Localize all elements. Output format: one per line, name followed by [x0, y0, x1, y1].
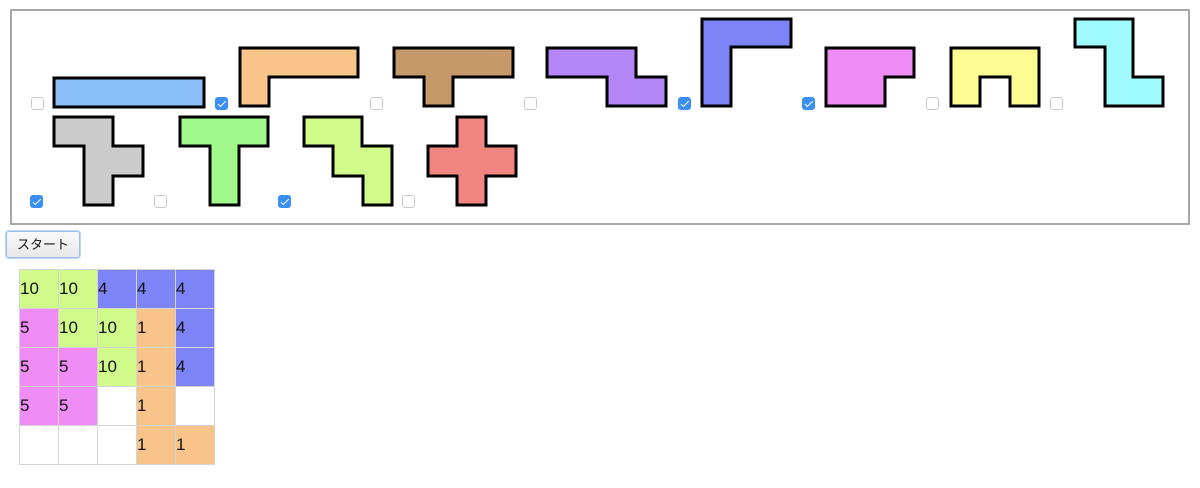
- board-cell: 5: [58, 386, 98, 426]
- piece-12-X-shape: [426, 115, 518, 207]
- board-cell: 10: [58, 308, 98, 348]
- board-cell: 1: [175, 425, 215, 465]
- board-cell: 5: [58, 347, 98, 387]
- board-cell: [58, 425, 98, 465]
- board-cell: 1: [136, 347, 176, 387]
- board-cell: 10: [97, 308, 137, 348]
- piece-5-V-shape: [700, 17, 793, 108]
- piece-3-Y-shape: [392, 46, 515, 108]
- piece-1-I-shape: [52, 76, 206, 109]
- board-cell: 10: [58, 269, 98, 309]
- board-cell: 4: [175, 308, 215, 348]
- board-cell: 4: [136, 269, 176, 309]
- piece-checkbox-5[interactable]: [678, 97, 691, 110]
- piece-checkbox-3[interactable]: [370, 97, 383, 110]
- piece-8-Z-shape: [1073, 17, 1165, 108]
- piece-checkbox-2[interactable]: [215, 97, 228, 110]
- piece-checkbox-8[interactable]: [1050, 97, 1063, 110]
- board-cell: 5: [19, 347, 59, 387]
- board-cell: 1: [136, 425, 176, 465]
- piece-checkbox-9[interactable]: [30, 195, 43, 208]
- board-cell: 10: [19, 269, 59, 309]
- piece-checkbox-1[interactable]: [31, 97, 44, 110]
- board-cell: [97, 425, 137, 465]
- board-cell: 4: [97, 269, 137, 309]
- board-cell: [175, 386, 215, 426]
- board-cell: 5: [19, 386, 59, 426]
- piece-checkbox-6[interactable]: [802, 97, 815, 110]
- piece-checkbox-11[interactable]: [278, 195, 291, 208]
- piece-checkbox-7[interactable]: [926, 97, 939, 110]
- board-cell: 1: [136, 386, 176, 426]
- board-cell: 10: [97, 347, 137, 387]
- board-cell: 5: [19, 308, 59, 348]
- piece-9-F-shape: [52, 115, 145, 207]
- board-cell: [19, 425, 59, 465]
- start-button[interactable]: スタート: [6, 231, 81, 258]
- piece-checkbox-4[interactable]: [524, 97, 537, 110]
- board-cell: 1: [136, 308, 176, 348]
- piece-10-T-shape: [178, 115, 270, 207]
- board-cell: 4: [175, 269, 215, 309]
- board-cell: [97, 386, 137, 426]
- piece-6-P-shape: [824, 46, 916, 108]
- piece-11-W-shape: [302, 115, 394, 207]
- piece-7-U-shape: [949, 46, 1041, 108]
- piece-checkbox-12[interactable]: [402, 195, 415, 208]
- piece-checkbox-10[interactable]: [154, 195, 167, 208]
- piece-2-L-shape: [238, 46, 360, 108]
- piece-4-N-shape: [545, 46, 668, 108]
- board-cell: 4: [175, 347, 215, 387]
